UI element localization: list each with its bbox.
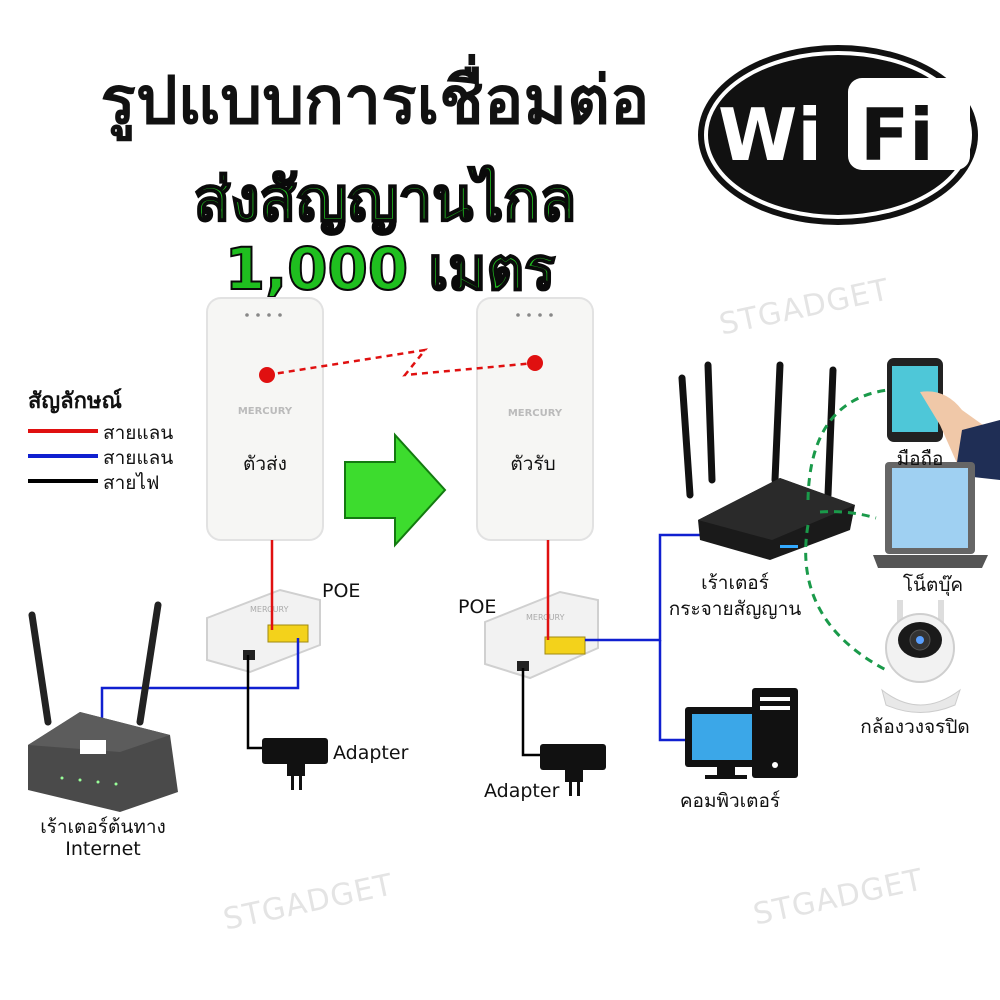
legend-title: สัญลักษณ์: [28, 389, 122, 414]
page-title: รูปแบบการเชื่อมต่อ: [100, 62, 650, 139]
wifi-signal-arc: [806, 388, 889, 501]
svg-text:MERCURY: MERCURY: [250, 605, 289, 614]
wifi-logo: Wi Fi: [698, 45, 978, 225]
wifi-signal-arc: [819, 510, 877, 520]
source-router-label: เร้าเตอร์ต้นทาง: [40, 816, 166, 838]
notebook-icon: [873, 462, 988, 568]
legend-swatch: [28, 454, 98, 458]
legend-label: สายแลน: [103, 422, 174, 444]
wifi-router-label: เร้าเตอร์: [701, 572, 769, 594]
poe-right-label: POE: [458, 596, 497, 618]
source-router-icon: [28, 601, 178, 812]
receiver-brand: MERCURY: [508, 408, 563, 419]
poe-right-device: MERCURY: [484, 590, 599, 680]
receiver-device: MERCURY ตัวรับ: [476, 297, 594, 541]
adapter-left-label: Adapter: [333, 742, 409, 764]
phone-label: มือถือ: [896, 448, 944, 470]
camera-label: กล้องวงจรปิด: [860, 716, 970, 738]
adapter-right-label: Adapter: [484, 780, 560, 802]
svg-text:MERCURY: MERCURY: [526, 613, 565, 622]
wireless-link: [266, 348, 536, 377]
adapter-right-icon: [540, 744, 606, 796]
legend-swatch: [28, 429, 98, 433]
legend-swatch: [28, 479, 98, 483]
receiver-label: ตัวรับ: [510, 453, 555, 475]
source-router-sublabel: Internet: [65, 838, 141, 860]
poe-left-label: POE: [322, 580, 361, 602]
computer-label: คอมพิวเตอร์: [679, 790, 781, 812]
computer-icon: [685, 688, 798, 779]
legend-label: สายแลน: [103, 447, 174, 469]
camera-icon: [881, 600, 961, 713]
direction-arrow-icon: [344, 432, 447, 548]
distance-title: 1,000 เมตร: [224, 234, 557, 304]
power-cable: [246, 655, 265, 750]
lan-cable-blue: [658, 640, 685, 742]
power-cable: [521, 668, 540, 757]
logo-fi-text: Fi: [860, 93, 934, 177]
lan-cable-blue: [585, 533, 700, 642]
notebook-label: โน็ตบุ๊ค: [902, 574, 964, 596]
poe-left-device: MERCURY: [206, 588, 321, 674]
transmitter-brand: MERCURY: [238, 406, 293, 417]
subtitle: ส่งสัญญานไกล: [193, 164, 578, 236]
wifi-signal-arc: [804, 524, 887, 672]
transmitter-label: ตัวส่ง: [243, 453, 287, 475]
logo-wi-text: Wi: [718, 93, 822, 177]
legend-label: สายไฟ: [103, 472, 160, 494]
lan-cable-blue: [100, 638, 300, 718]
wifi-router-sublabel: กระจายสัญญาน: [668, 598, 802, 620]
transmitter-device: MERCURY ตัวส่ง: [206, 297, 324, 541]
adapter-left-icon: [262, 738, 328, 790]
wifi-router-icon: [678, 361, 855, 560]
